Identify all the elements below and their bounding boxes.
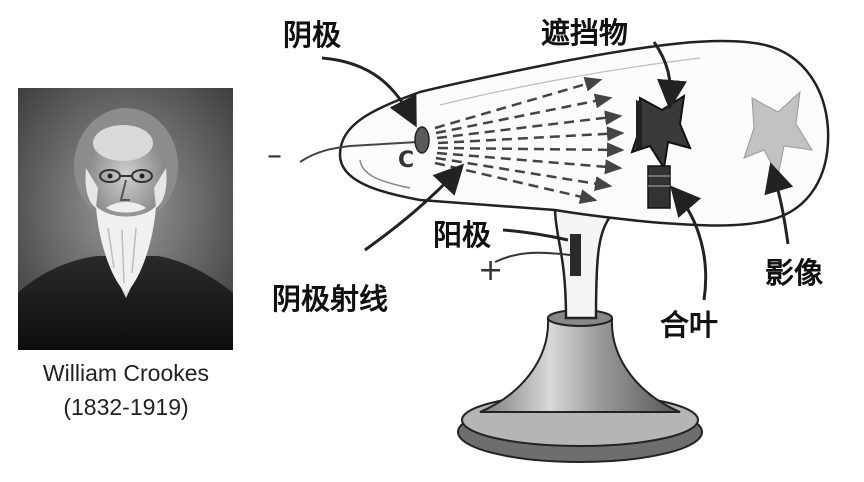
crookes-tube-diagram	[299, 39, 830, 463]
tube-neck	[553, 208, 615, 320]
hinge	[647, 165, 671, 209]
anode-label: 阳极	[433, 218, 492, 252]
image-pointer-arrow	[764, 162, 794, 245]
cathode-letter-c: C	[398, 148, 415, 173]
positive-terminal-sign: +	[478, 253, 504, 288]
hinge-pointer-arrow	[670, 185, 708, 301]
shadow-image	[743, 90, 813, 178]
hinge-label: 合叶	[660, 308, 719, 342]
cathode-pointer-arrow	[321, 56, 417, 128]
cathode-rays-bundle	[434, 76, 625, 204]
cathode-label: 阴极	[283, 18, 342, 52]
obstacle-label: 遮挡物	[541, 16, 629, 50]
obstacle-pointer-arrow	[652, 41, 687, 110]
cathode-rays-label: 阴极射线	[272, 282, 389, 316]
stand-base	[457, 309, 703, 463]
negative-terminal-sign: –	[267, 138, 282, 173]
cathode-electrode	[414, 126, 430, 154]
cathode-wire	[299, 141, 419, 163]
anode-pointer-line	[502, 228, 569, 242]
portrait-years-caption: (1832-1919)	[63, 394, 189, 420]
portrait-name-caption: William Crookes	[42, 360, 210, 386]
anode-electrode	[494, 234, 581, 276]
crookes-portrait	[18, 88, 233, 350]
cathode-rays-pointer-arrow	[364, 163, 465, 252]
image-label: 影像	[765, 256, 824, 290]
